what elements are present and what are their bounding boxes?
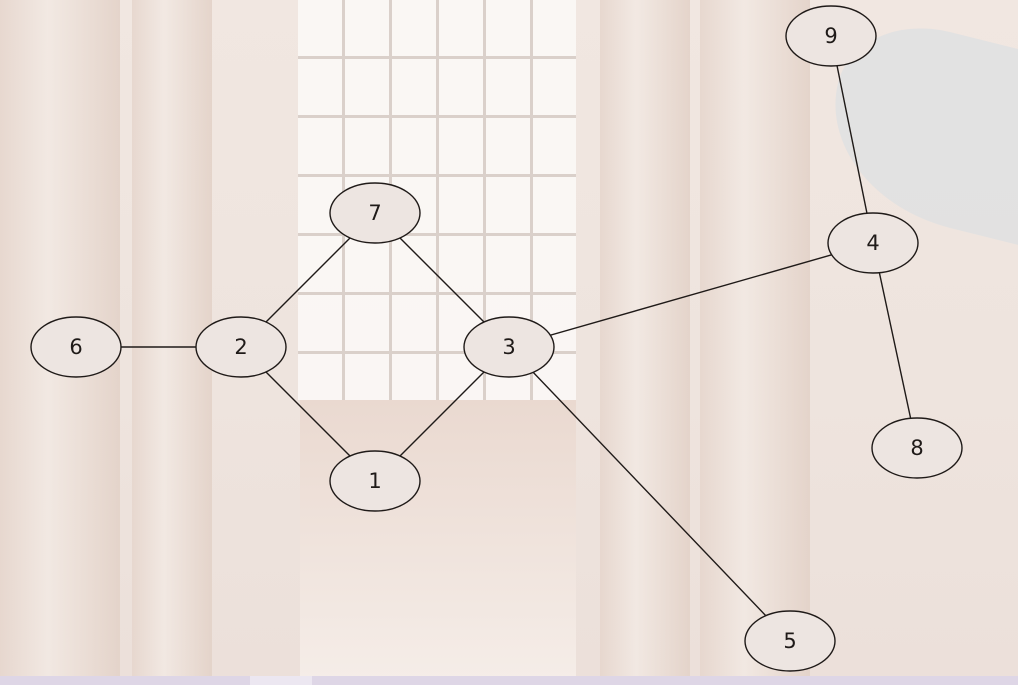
node-3: 3 [463, 316, 555, 378]
edge-4-9 [830, 35, 874, 244]
node-label: 8 [910, 436, 923, 460]
node-1: 1 [329, 450, 421, 512]
node-ellipse [827, 212, 919, 274]
bottom-strip [0, 676, 1018, 685]
node-4: 4 [827, 212, 919, 274]
edge-3-5 [508, 346, 791, 642]
node-label: 1 [368, 469, 381, 493]
bookshelf-right-inner [600, 0, 690, 680]
bottom-strip-highlight [250, 676, 312, 685]
node-label: 5 [783, 629, 796, 653]
node-layer: 1 2 3 4 5 6 7 8 9 [30, 5, 963, 672]
node-ellipse [871, 417, 963, 479]
node-label: 6 [69, 335, 82, 359]
node-label: 2 [234, 335, 247, 359]
node-label: 3 [502, 335, 515, 359]
edge-4-8 [872, 242, 918, 449]
node-ellipse [744, 610, 836, 672]
node-ellipse [785, 5, 877, 67]
node-ellipse [195, 316, 287, 378]
node-label: 9 [824, 24, 837, 48]
edge-3-4 [508, 242, 874, 348]
node-ellipse [30, 316, 122, 378]
node-7: 7 [329, 182, 421, 244]
node-ellipse [463, 316, 555, 378]
node-8: 8 [871, 417, 963, 479]
node-9: 9 [785, 5, 877, 67]
node-label: 4 [866, 231, 879, 255]
node-6: 6 [30, 316, 122, 378]
node-5: 5 [744, 610, 836, 672]
node-label: 7 [368, 201, 381, 225]
node-ellipse [329, 182, 421, 244]
corridor-background [300, 400, 576, 680]
node-ellipse [329, 450, 421, 512]
node-2: 2 [195, 316, 287, 378]
